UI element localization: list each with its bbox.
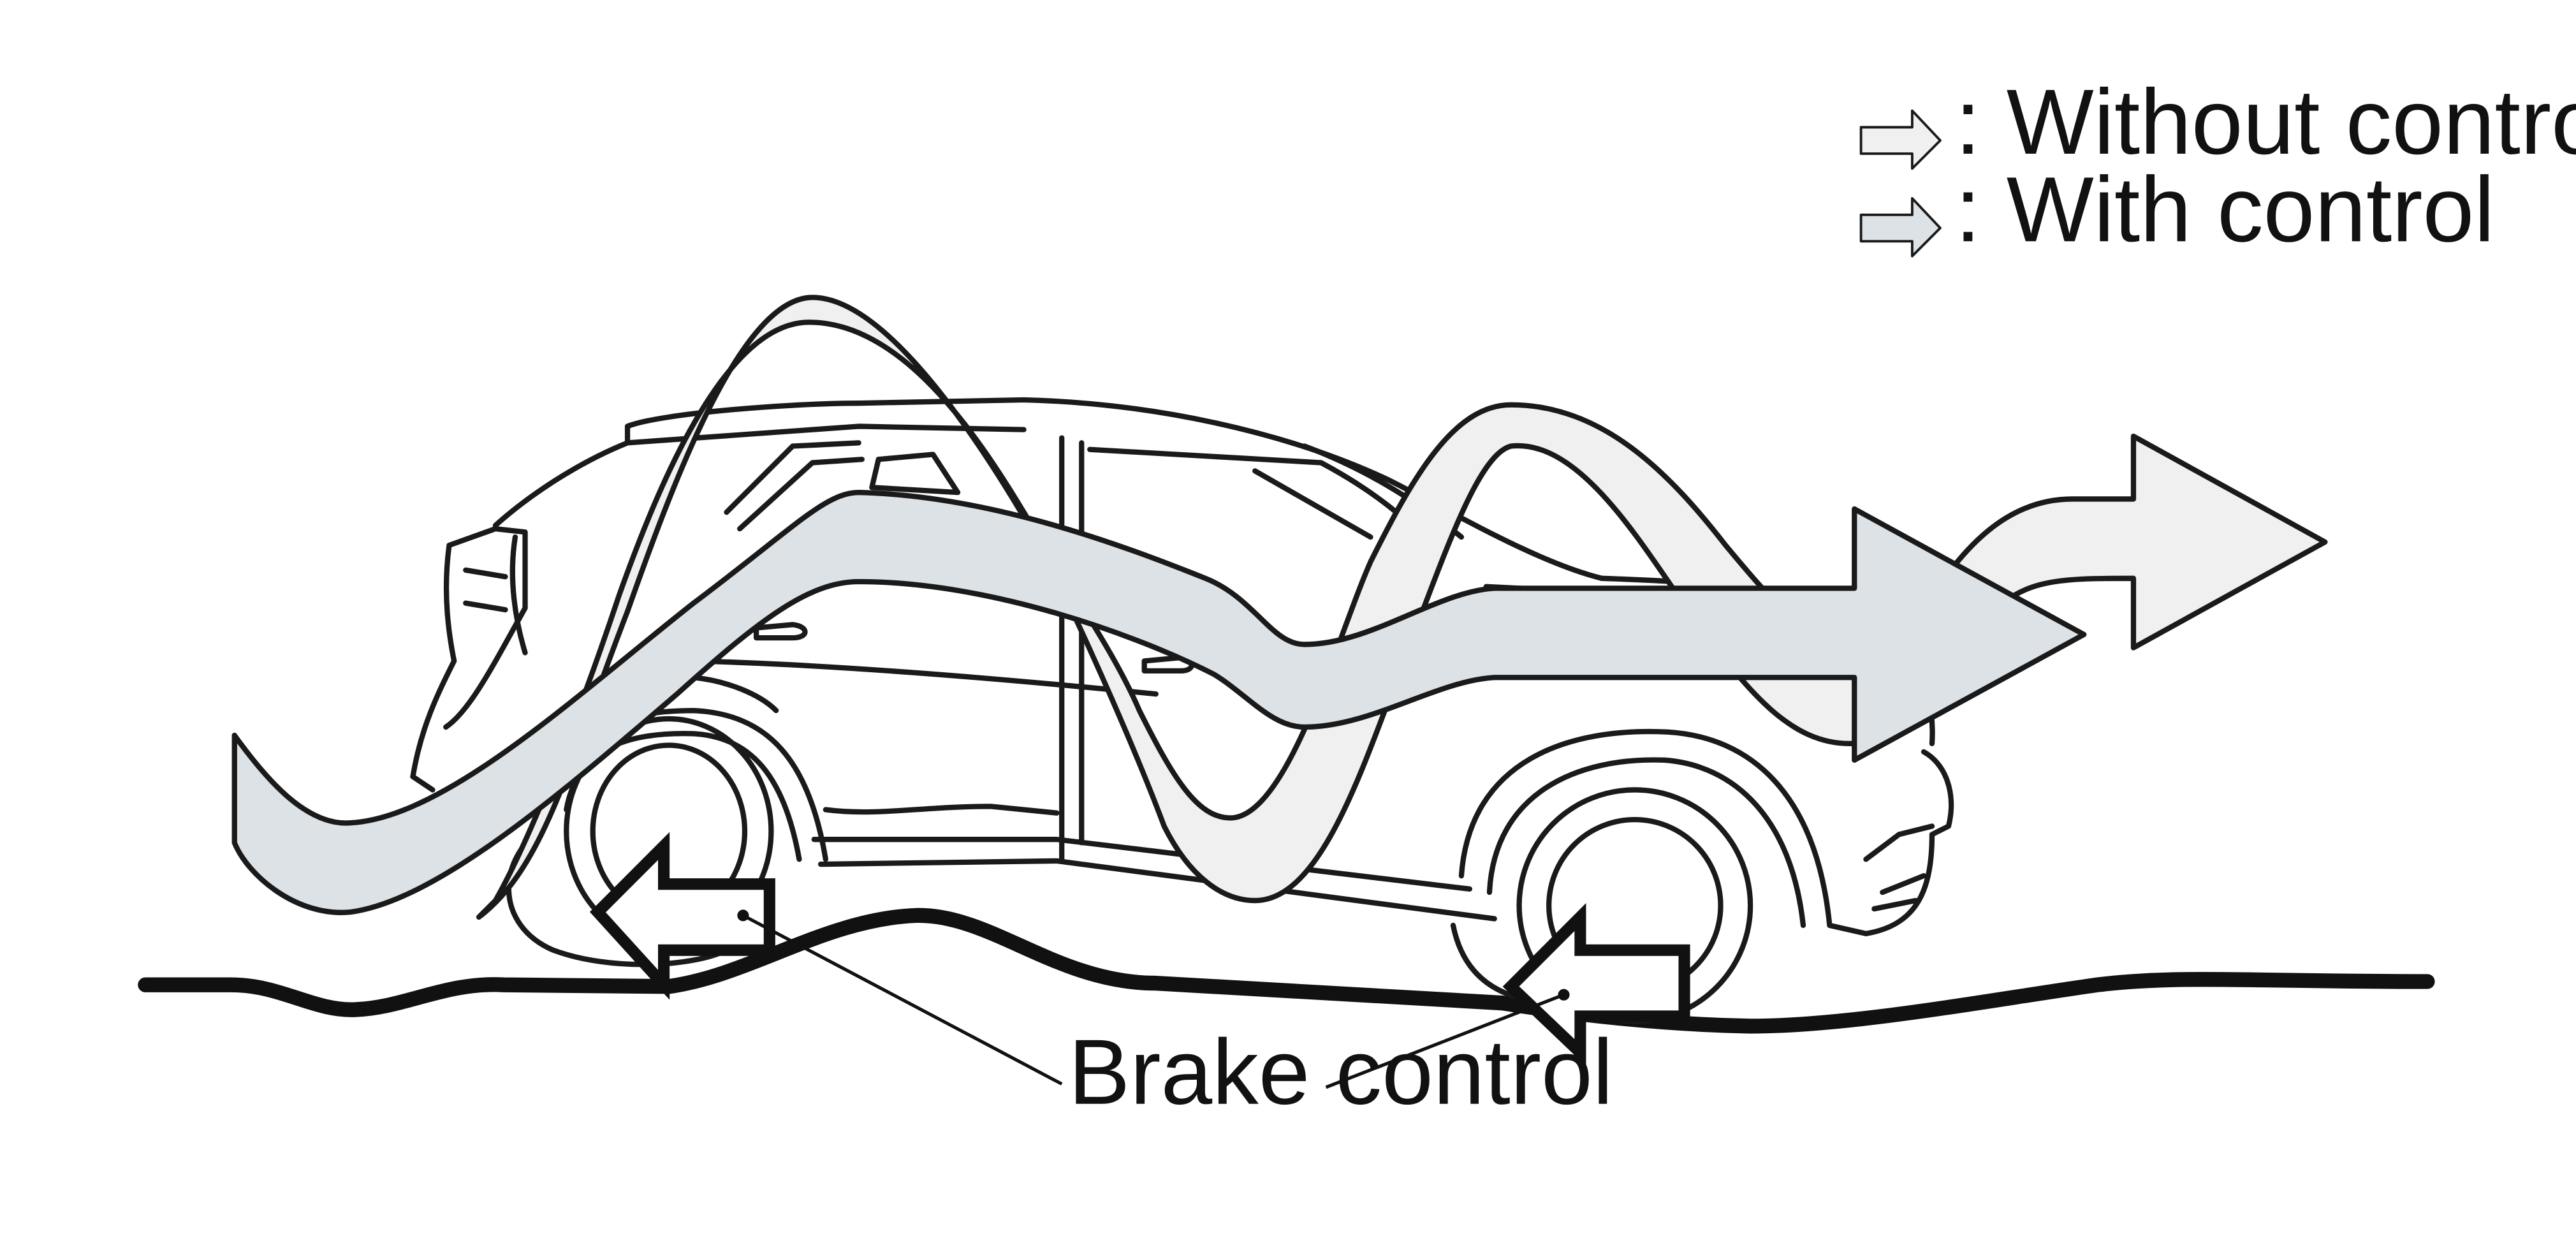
brake-callout-leaders bbox=[737, 909, 1570, 1089]
front-brake-arrow-icon bbox=[1502, 903, 1690, 1066]
with-control-path-icon bbox=[231, 489, 2087, 915]
legend-with-control-swatch-icon bbox=[1859, 196, 1942, 258]
road-surface bbox=[138, 908, 2435, 1034]
brake-control-label: Brake control bbox=[1069, 1020, 1613, 1124]
legend: : Without control : With control bbox=[1859, 70, 2576, 261]
legend-without-control-label: : Without control bbox=[1955, 70, 2576, 173]
legend-with-control-label: : With control bbox=[1955, 158, 2494, 261]
rear-brake-arrow-icon bbox=[589, 832, 775, 1000]
legend-without-control-swatch-icon bbox=[1859, 109, 1942, 170]
